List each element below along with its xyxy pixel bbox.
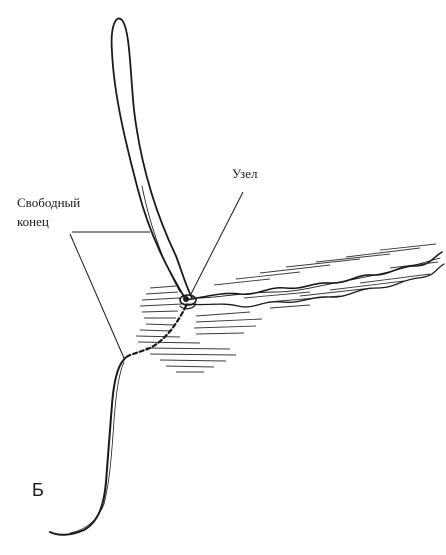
suture-loop-shadow (142, 186, 180, 292)
knot-mark (180, 295, 196, 309)
free-end-thread (50, 356, 128, 535)
tissue-hatching (136, 244, 438, 372)
free-end-leader-lower (70, 234, 124, 358)
suture-loop (112, 18, 192, 300)
panel-letter: Б (32, 482, 44, 498)
knot-label: Узел (232, 166, 257, 182)
wound-edge-lower (186, 264, 444, 307)
free-end-thread-highlight (70, 362, 124, 533)
free-end-label-line1: Свободный (17, 195, 80, 211)
free-end-label-line2: конец (17, 214, 49, 230)
wound-edge-upper (186, 252, 442, 300)
knot-leader (190, 192, 243, 296)
wound-edge-inner (200, 258, 440, 298)
